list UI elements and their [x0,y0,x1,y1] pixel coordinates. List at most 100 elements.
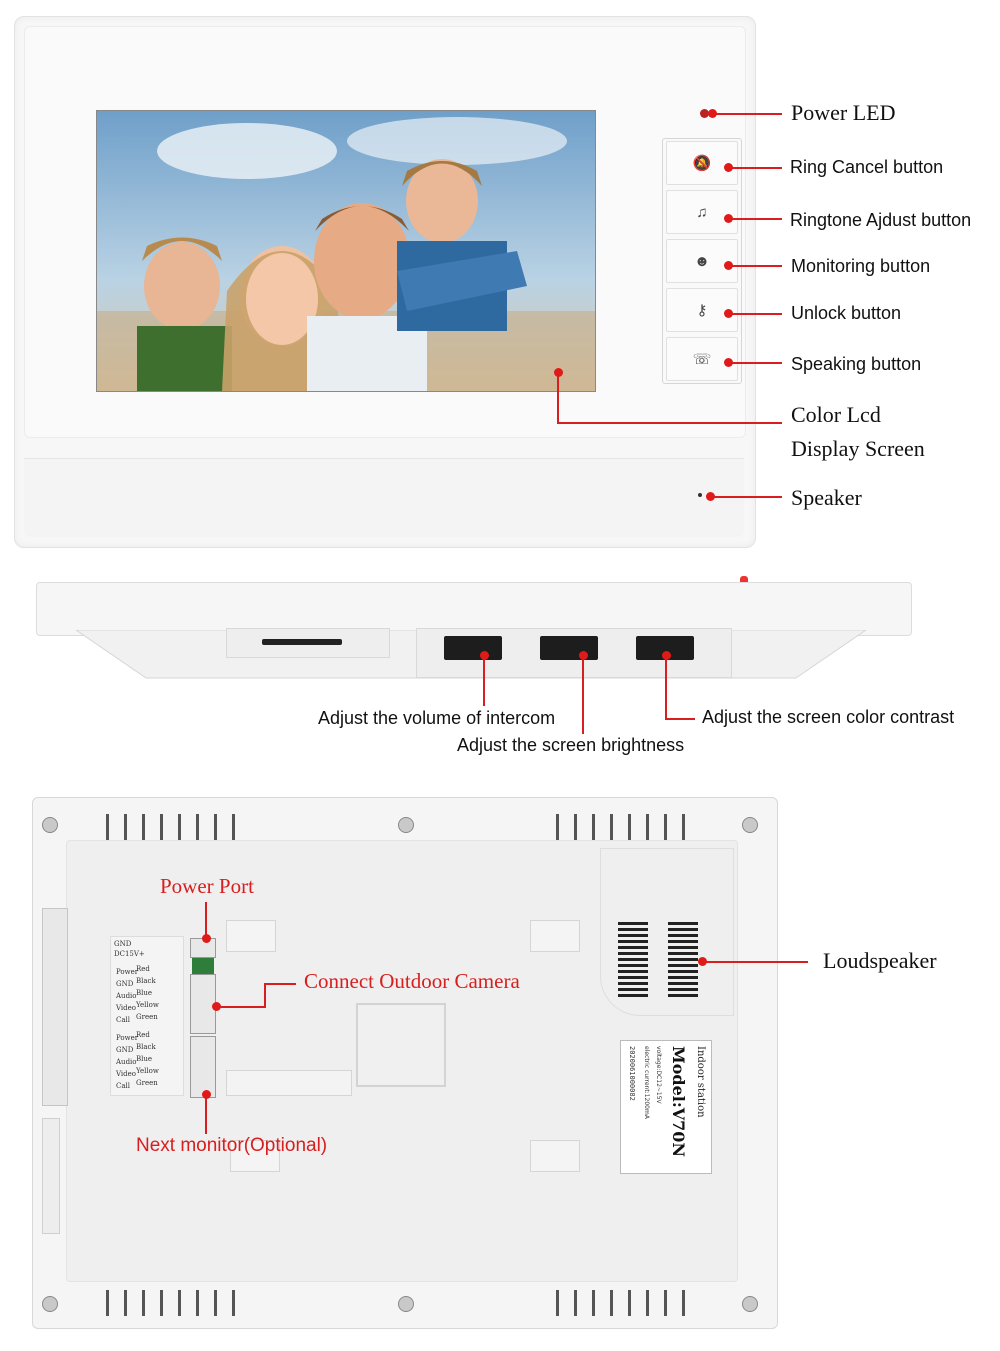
callout-dot [708,109,717,118]
vent [664,1290,667,1316]
callout-dot [662,651,671,660]
callout-dot [480,651,489,660]
vent [592,814,595,840]
callout-line [264,983,296,985]
vent [196,1290,199,1316]
callout-line [483,658,485,706]
brightness-knob[interactable] [540,636,598,660]
cable-channel [226,1070,352,1096]
callout-line [732,167,782,169]
vent [214,814,217,840]
screw [42,1296,58,1312]
wire-name: Power [116,1034,139,1042]
callout-line [732,218,782,220]
power-led [700,109,709,118]
sticker-model: Model:V70N [669,1046,688,1158]
vent [628,814,631,840]
vent [556,1290,559,1316]
side-clip [42,908,68,1106]
vent [178,814,181,840]
label-ringtone-adjust: Ringtone Ajdust button [790,210,972,230]
label-loudspeaker: Loudspeaker [823,948,937,973]
label-contrast: Adjust the screen color contrast [702,707,955,727]
wire-color: Green [136,1079,158,1087]
vent [124,1290,127,1316]
wire-name: Audio [116,1058,137,1066]
bell-off-icon: 🔕 [692,155,712,172]
vent [664,814,667,840]
wire-color: Red [136,965,150,973]
callout-line [732,265,782,267]
callout-dot [724,309,733,318]
wiring-label [110,936,184,1096]
callout-dot [724,214,733,223]
wire-name: Video [116,1070,137,1078]
wire-color: Black [136,1043,156,1051]
sticker-voltage: voltage:DC12~15V [655,1046,662,1104]
vent [232,814,235,840]
music-note-icon: ♫ [696,203,708,221]
camera-terminal[interactable] [190,974,216,1034]
label-power-port: Power Port [160,874,254,898]
vent [646,814,649,840]
label-lcd-line1: Color Lcd [791,402,881,427]
mount-tab [530,920,580,952]
label-monitoring: Monitoring button [791,256,931,276]
vent [160,1290,163,1316]
family-photo [97,111,595,391]
vent [592,1290,595,1316]
callout-line [557,376,559,424]
vent [178,1290,181,1316]
label-next-monitor: Next monitor(Optional) [136,1135,328,1156]
vent [682,1290,685,1316]
wire-color: Blue [136,989,153,997]
label-power-led: Power LED [791,100,896,125]
loudspeaker-grille [668,922,698,998]
callout-line [732,313,782,315]
callout-dot [202,1090,211,1099]
next-monitor-terminal[interactable] [190,1036,216,1098]
mount-tab [226,920,276,952]
callout-line [716,113,782,115]
vent [196,814,199,840]
callout-line [264,983,266,1007]
wire-gnd: GND [114,940,132,948]
callout-dot [212,1002,221,1011]
speaker-strip [24,458,744,537]
vent [232,1290,235,1316]
lcd-screen [96,110,596,392]
callout-line [205,1098,207,1134]
callout-dot [202,934,211,943]
label-lcd-line2: Display Screen [791,436,925,461]
screw [398,1296,414,1312]
vent [574,1290,577,1316]
vent [610,814,613,840]
wire-color: Red [136,1031,150,1039]
callout-line [205,902,207,936]
callout-dot [698,957,707,966]
callout-dot [724,358,733,367]
wire-name: GND [116,1046,134,1054]
ringtone-adjust-button[interactable]: ♫ [666,190,738,234]
vent [646,1290,649,1316]
vent [574,814,577,840]
callout-dot [724,261,733,270]
mount-tab [530,1140,580,1172]
sticker-current: electric current:1200mA [643,1046,650,1119]
callout-line [732,362,782,364]
vent [142,1290,145,1316]
wire-name: Call [116,1016,131,1024]
model-sticker [620,1040,712,1174]
person-icon: ☻ [694,252,710,270]
label-volume: Adjust the volume of intercom [318,708,556,728]
wire-dc: DC15V+ [114,950,145,958]
callout-line [714,496,782,498]
wire-color: Blue [136,1055,153,1063]
label-ring-cancel: Ring Cancel button [790,157,944,177]
label-unlock: Unlock button [791,303,902,323]
wire-color: Yellow [136,1067,159,1075]
sd-slot [262,639,342,645]
volume-knob[interactable] [444,636,502,660]
vent [160,814,163,840]
wire-name: Power [116,968,139,976]
